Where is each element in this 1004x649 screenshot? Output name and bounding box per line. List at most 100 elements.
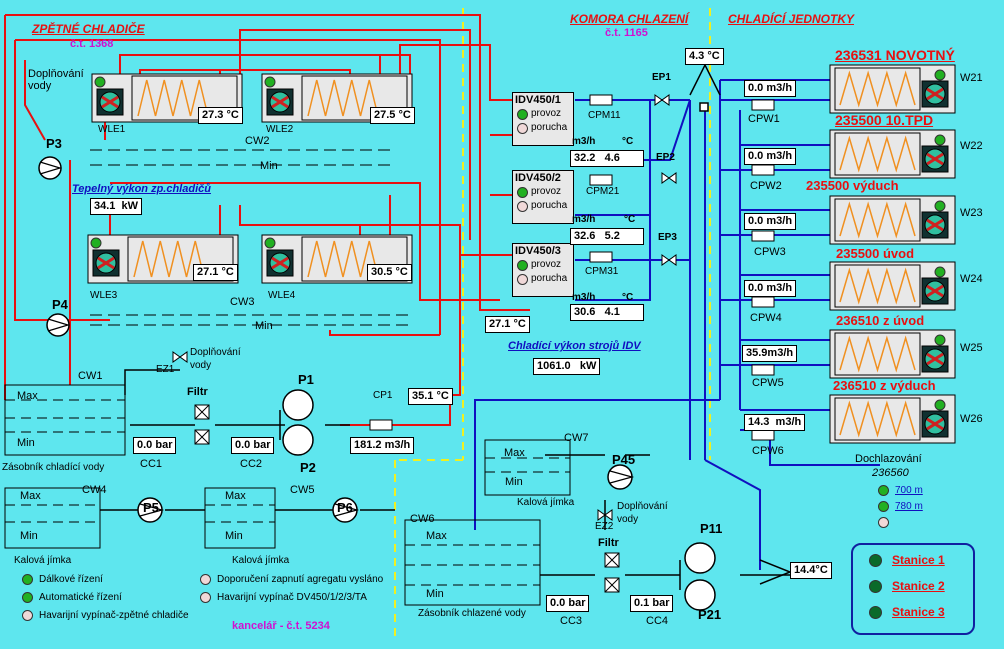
unit-boxes	[751, 64, 956, 444]
pump-p11-icon[interactable]	[684, 542, 716, 574]
filter-cw6-label: Filtr	[598, 537, 619, 549]
cooling-unit-w23[interactable]	[751, 195, 956, 245]
cw6-min: Min	[426, 588, 444, 600]
cw1-max: Max	[17, 390, 38, 402]
cooling-unit-w22[interactable]	[751, 129, 956, 179]
ep3-valve-icon[interactable]	[661, 254, 677, 266]
wle4-temp: 30.5 °C	[367, 264, 412, 281]
idv2-fault-indicator	[517, 200, 528, 212]
unit-w25-flow: 35.9m3/h	[742, 345, 798, 362]
idv1-values: 32.2 4.6	[570, 150, 644, 167]
cooler-wle4[interactable]	[261, 234, 413, 284]
cc1-label: CC1	[140, 458, 163, 470]
pump-p45-icon[interactable]	[607, 464, 633, 490]
pump-p21-icon[interactable]	[684, 579, 716, 611]
pump-p1-icon[interactable]	[282, 389, 314, 421]
cp1-label: CP1	[373, 390, 393, 401]
idv1-temp-unit: °C	[622, 136, 634, 147]
aux-item-empty	[878, 517, 889, 528]
station-2-link[interactable]: Stanice 2	[869, 579, 945, 593]
cw5-max: Max	[225, 490, 246, 502]
wle4-label: WLE4	[268, 290, 296, 301]
p1-label: P1	[298, 372, 314, 387]
unit-w25-title: 236510 z úvod	[836, 313, 925, 328]
unit-w26-id: W26	[960, 413, 983, 425]
idv2-name: IDV450/2	[515, 172, 561, 184]
p21-label: P21	[698, 607, 722, 622]
idv2-run-label: provoz	[531, 186, 562, 197]
unit-w23-id: W23	[960, 207, 983, 219]
pump-p2-icon[interactable]	[282, 424, 314, 456]
idv1-panel[interactable]: IDV450/1 provoz porucha	[512, 92, 574, 146]
unit-w22-id: W22	[960, 140, 983, 152]
ez1-valve-icon[interactable]	[172, 351, 188, 363]
cpw2-label: CPW2	[750, 180, 782, 192]
cpm21-label: CPM21	[586, 186, 620, 197]
cw7-label: CW7	[564, 432, 589, 444]
cooling-unit-w26[interactable]	[751, 394, 956, 444]
idv1-fault-label: porucha	[531, 122, 568, 133]
unit-w26-title: 236510 z výduch	[833, 378, 936, 393]
idv1-run-indicator	[517, 108, 528, 120]
ep3-label: EP3	[658, 232, 677, 243]
cw7-min: Min	[505, 476, 523, 488]
p5-label: P5	[143, 500, 159, 515]
p2-label: P2	[300, 460, 316, 475]
cw5-label: CW5	[290, 484, 315, 496]
cc4-label: CC4	[646, 615, 669, 627]
unit-w21-title: 236531 NOVOTNÝ	[835, 47, 955, 63]
cooling-unit-w24[interactable]	[751, 261, 956, 311]
cpw6-label: CPW6	[752, 445, 784, 457]
coolers-header: ZPĚTNÉ CHLADIČE	[32, 22, 145, 36]
idv1-run-label: provoz	[531, 108, 562, 119]
station-1-link[interactable]: Stanice 1	[869, 553, 945, 567]
aux-item-700: 700 m	[878, 485, 923, 496]
ez2-label: EZ2	[595, 521, 614, 532]
cc2-value: 0.0 bar	[231, 437, 275, 454]
thermal-output-title: Tepelný výkon zp.chladičů	[72, 183, 211, 195]
idv1-name: IDV450/1	[515, 94, 561, 106]
idv2-panel[interactable]: IDV450/2 provoz porucha	[512, 170, 574, 224]
cpw4-label: CPW4	[750, 312, 782, 324]
legend-item-recommendation: Doporučení zapnutí agregatu vysláno	[200, 574, 383, 585]
idv2-fault-label: porucha	[531, 200, 568, 211]
cw6-max: Max	[426, 530, 447, 542]
cw1-min: Min	[17, 437, 35, 449]
chamber-header: KOMORA CHLAZENÍ	[570, 12, 689, 26]
cooling-unit-w25[interactable]	[751, 329, 956, 379]
ep2-valve-icon[interactable]	[661, 172, 677, 184]
cw4-min: Min	[20, 530, 38, 542]
unit-w21-flow: 0.0 m3/h	[744, 80, 797, 97]
office-label: kancelář - č.t. 5234	[232, 620, 330, 632]
unit-w25-id: W25	[960, 342, 983, 354]
return-temp: 27.1 °C	[485, 316, 530, 333]
cooling-unit-w21[interactable]	[751, 64, 956, 114]
cp1-flow: 181.2 m3/h	[350, 437, 415, 454]
cc2-label: CC2	[240, 458, 263, 470]
legend-item-emergency-coolers: Havarijní vypínač-zpětné chladiče	[22, 610, 189, 621]
tank-cw2-min: Min	[260, 160, 278, 172]
cc1-value: 0.0 bar	[133, 437, 177, 454]
cpm31-label: CPM31	[585, 266, 619, 277]
idv1-fault-indicator	[517, 122, 528, 134]
ez2-refill-label: Doplňování vody	[617, 501, 668, 525]
idv3-name: IDV450/3	[515, 245, 561, 257]
cooling-power-value: 1061.0 kW	[533, 358, 601, 375]
ep1-valve-icon[interactable]	[654, 94, 670, 106]
cooler-boxes	[87, 73, 413, 284]
idv3-panel[interactable]: IDV450/3 provoz porucha	[512, 243, 574, 297]
cw7-sump-label: Kalová jímka	[517, 497, 575, 508]
idv3-values: 30.6 4.1	[570, 304, 644, 321]
pump-p3-icon[interactable]	[38, 156, 62, 180]
idv2-values: 32.6 5.2	[570, 228, 644, 245]
idv1-flow-unit: m3/h	[572, 136, 596, 147]
idv3-temp-unit: °C	[622, 292, 634, 303]
station-3-link[interactable]: Stanice 3	[869, 605, 945, 619]
refill-label-coolers: Doplňování vody	[28, 68, 84, 92]
thermal-output-value: 34.1 kW	[90, 198, 143, 215]
tank-cw3-min: Min	[255, 320, 273, 332]
pump-p4-icon[interactable]	[46, 313, 70, 337]
unit-w22-flow: 0.0 m3/h	[744, 148, 797, 165]
ez2-valve-icon[interactable]	[597, 509, 613, 521]
